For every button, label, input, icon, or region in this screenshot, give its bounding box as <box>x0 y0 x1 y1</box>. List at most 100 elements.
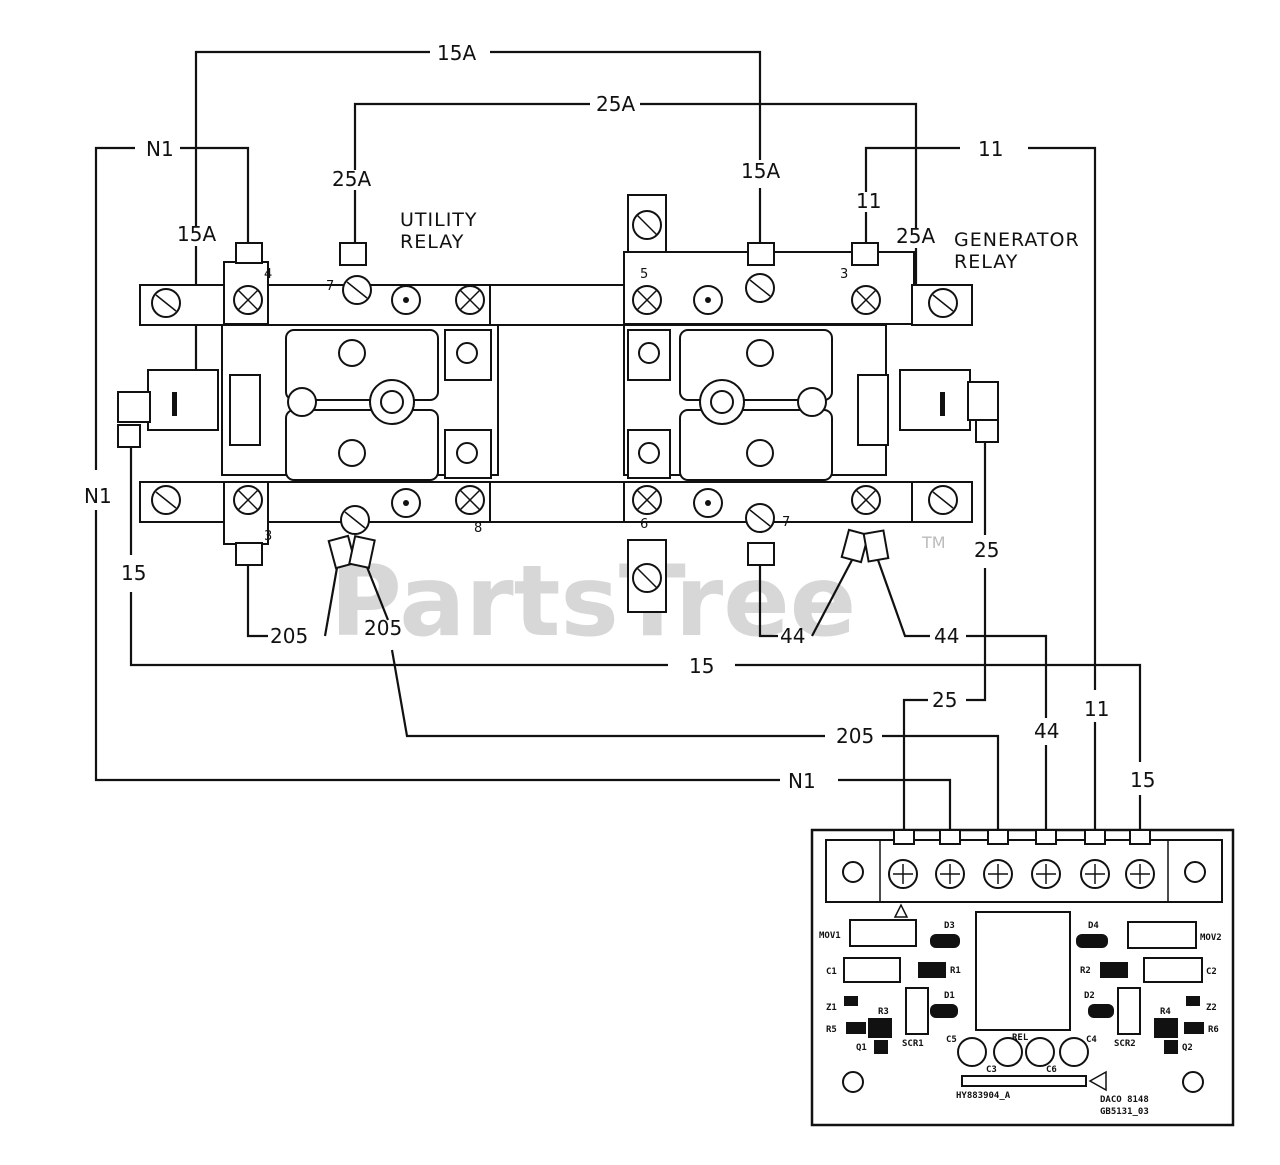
label-25-low: 25 <box>932 688 957 712</box>
generator-top-connector-2 <box>851 242 879 266</box>
wire-11-top-left <box>864 146 960 192</box>
utility-top-screw-2 <box>233 285 263 315</box>
label-15-left: 15 <box>121 561 146 585</box>
label-25-right: 25 <box>974 538 999 562</box>
q2-component <box>1164 1040 1178 1054</box>
generator-coil-bracket <box>857 374 889 446</box>
utility-pivot-left <box>287 387 317 417</box>
board-terminal-n1 <box>935 829 965 889</box>
utility-bottom-screw-4 <box>391 488 421 518</box>
d2-label: D2 <box>1084 991 1095 1001</box>
z2-label: Z2 <box>1206 1003 1217 1013</box>
wire-n1-top-left <box>94 146 135 470</box>
label-11-generator: 11 <box>856 189 881 213</box>
generator-top-screw-4 <box>851 285 881 315</box>
generator-lug-44-b <box>862 529 890 563</box>
label-n1-left: N1 <box>84 484 112 508</box>
label-n1-top: N1 <box>146 137 174 161</box>
c2-label: C2 <box>1206 967 1217 977</box>
board-terminal-25 <box>888 829 918 889</box>
q1-component <box>874 1040 888 1054</box>
c5-component <box>957 1037 987 1067</box>
utility-side-lug-top-hole <box>456 342 478 364</box>
wire-n1-to-board <box>838 778 952 830</box>
wire-25-to-board <box>902 698 928 830</box>
label-15a-generator: 15A <box>741 159 780 183</box>
generator-coil-mark <box>940 392 945 416</box>
board-terminal-205 <box>983 829 1013 889</box>
board-part-code: HY883904_A <box>956 1091 1011 1101</box>
label-15a-top: 15A <box>437 41 476 65</box>
q2-label: Q2 <box>1182 1043 1193 1053</box>
board-terminal-11 <box>1080 829 1110 889</box>
wire-205-b <box>390 649 825 738</box>
scr1-label: SCR1 <box>902 1039 924 1049</box>
label-15a-utility: 15A <box>177 222 216 246</box>
terminal-num-g-top-right: 3 <box>840 267 848 282</box>
generator-bottom-screw-5 <box>928 485 958 515</box>
wires <box>94 50 1142 830</box>
r4-component <box>1154 1018 1178 1038</box>
c3-label: C3 <box>986 1065 997 1075</box>
c6-component <box>1025 1037 1055 1067</box>
utility-pivot-inner <box>380 390 404 414</box>
board-mount-hole-bottom-right <box>1182 1071 1204 1093</box>
c4-component <box>1059 1037 1089 1067</box>
label-15-low: 15 <box>1130 768 1155 792</box>
generator-top-bar-end <box>911 284 973 326</box>
generator-coil-connector <box>899 369 971 431</box>
label-25a-generator: 25A <box>896 224 935 248</box>
utility-bottom-screw-2 <box>233 485 263 515</box>
wire-205-b-lead <box>363 561 390 621</box>
label-11-top: 11 <box>978 137 1003 161</box>
board-header-marker <box>1088 1070 1107 1092</box>
wire-25a-top-left <box>353 102 590 170</box>
center-bottom-post-screw-slot <box>636 567 658 589</box>
wire-15a-top-left <box>194 50 430 227</box>
label-205-low: 205 <box>836 724 874 748</box>
d2-component <box>1088 1004 1114 1018</box>
wire-n1-top-right <box>180 146 250 245</box>
board-maker: DACO 8148 <box>1100 1095 1149 1105</box>
generator-bottom-screw-2 <box>693 488 723 518</box>
generator-coil-plug-tip <box>975 419 999 443</box>
wire-205-a-lead <box>323 561 340 637</box>
r6-component <box>1184 1022 1204 1034</box>
generator-side-lug-bottom <box>627 429 671 479</box>
r3-component <box>868 1018 892 1038</box>
utility-side-lug-bottom-hole <box>456 442 478 464</box>
wire-15a-top-right <box>490 50 762 160</box>
generator-top-connector <box>747 242 775 266</box>
utility-top-screw-1 <box>151 288 181 318</box>
q1-label: Q1 <box>856 1043 867 1053</box>
utility-bottom-screw-1 <box>151 485 181 515</box>
board-terminal-44 <box>1031 829 1061 889</box>
wire-15-left-bottom <box>129 592 668 667</box>
utility-top-screw-4 <box>391 285 421 315</box>
scr2-component <box>1117 987 1141 1035</box>
wire-n1-bottom <box>94 510 780 782</box>
label-11-low: 11 <box>1084 697 1109 721</box>
board-number: GB5131_03 <box>1100 1107 1149 1117</box>
z2-component <box>1186 996 1200 1006</box>
c5-label: C5 <box>946 1035 957 1045</box>
generator-top-screw-3 <box>745 273 775 303</box>
label-44-low: 44 <box>1034 719 1059 743</box>
r3-label: R3 <box>878 1007 889 1017</box>
utility-bottom-bar <box>139 481 501 523</box>
terminal-num-u-top2: 7 <box>326 279 334 294</box>
generator-side-lug-bottom-hole <box>638 442 660 464</box>
utility-coil-bracket <box>229 374 261 446</box>
utility-coil-mark <box>172 392 177 416</box>
z1-component <box>844 996 858 1006</box>
c6-label: C6 <box>1046 1065 1057 1075</box>
utility-top-screw-3 <box>342 275 372 305</box>
r5-component <box>846 1022 866 1034</box>
utility-top-screw-5 <box>455 285 485 315</box>
terminal-num-u-bot2: 8 <box>474 521 482 536</box>
watermark-text: PartsTree <box>330 545 856 659</box>
utility-contact-rivet-1 <box>338 339 366 367</box>
generator-relay <box>623 242 999 566</box>
